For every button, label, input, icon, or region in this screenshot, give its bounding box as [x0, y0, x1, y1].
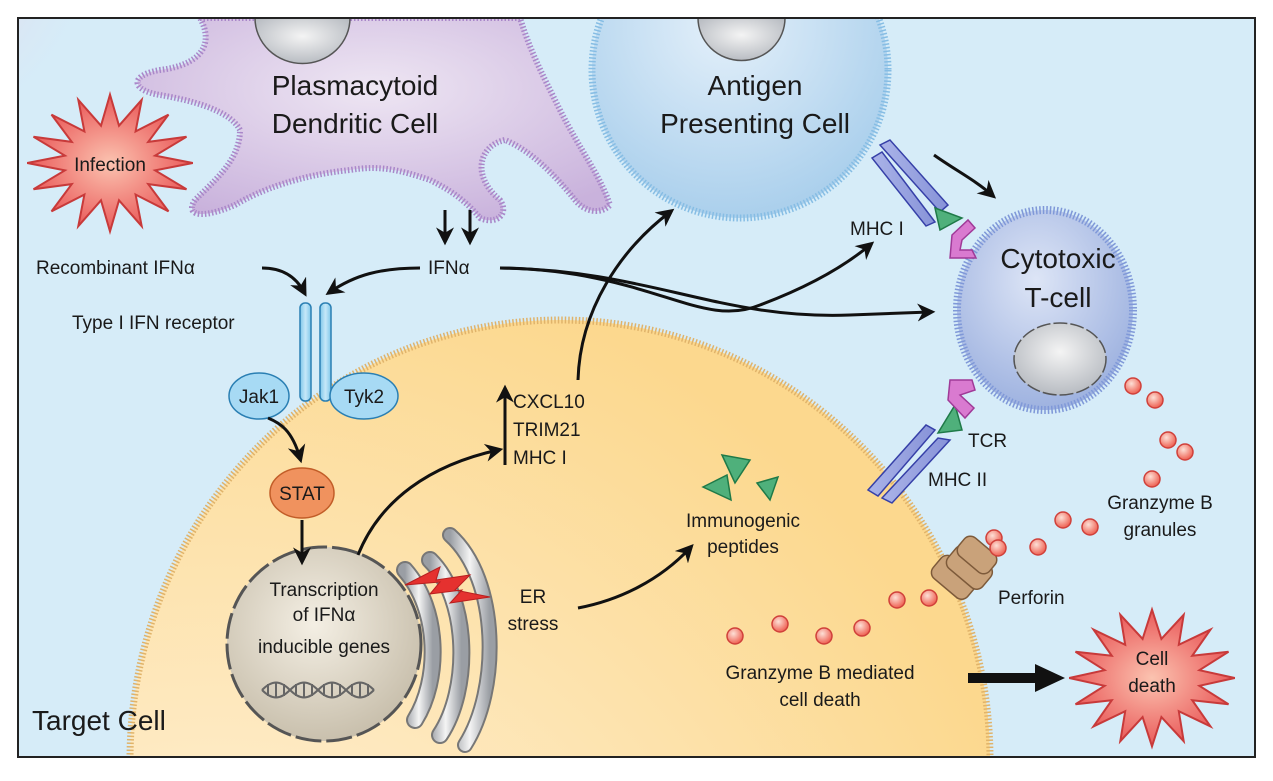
- infection-burst[interactable]: [27, 91, 193, 235]
- apc-label-line2: Presenting Cell: [660, 108, 850, 139]
- gene-cxcl10: CXCL10: [513, 392, 585, 413]
- granzyme-granule: [989, 539, 1007, 557]
- dna-icon: [261, 681, 375, 699]
- pdc-label-line1: Plasmacytoid: [272, 70, 439, 101]
- arrow-apc-to-ctl: [933, 153, 997, 199]
- t-cell-nucleus: [1013, 322, 1107, 396]
- gene-trim21: TRIM21: [513, 420, 581, 441]
- endoplasmic-reticulum[interactable]: [396, 527, 498, 753]
- cytotoxic-t-cell[interactable]: [953, 206, 1137, 414]
- infection-label: Infection: [74, 155, 146, 176]
- perforin-pore[interactable]: [928, 533, 1000, 603]
- granzyme-granule: [1143, 470, 1161, 488]
- jak1-label: Jak1: [239, 387, 279, 408]
- granzyme-granule: [1176, 443, 1194, 461]
- immunogenic-peptides[interactable]: [701, 454, 780, 502]
- granzyme-granule: [920, 589, 938, 607]
- stat-label: STAT: [279, 484, 325, 505]
- antigen-presenting-cell[interactable]: [588, 0, 892, 222]
- er-stress-label-line2: stress: [508, 614, 559, 635]
- granzyme-granule: [726, 627, 744, 645]
- arrows: [261, 153, 997, 610]
- ctl-label-line1: Cytotoxic: [1000, 243, 1115, 274]
- mhc-i-molecule[interactable]: [870, 139, 964, 232]
- arrow-to-apc: [576, 208, 675, 381]
- peptide-icon: [936, 403, 963, 434]
- ctl-label-line2: T-cell: [1025, 282, 1092, 313]
- arrow-ifn-to-ctl: [499, 266, 936, 322]
- granzyme-granule: [1054, 511, 1072, 529]
- arrow-er-to-peptides: [577, 544, 694, 610]
- arrow-ifn-to-mhc: [499, 241, 875, 313]
- arrow-recombinant: [261, 266, 307, 297]
- arrow-jak-to-stat: [267, 416, 306, 464]
- granzyme-death-label-line1: Granzyme B mediated: [725, 663, 914, 684]
- tyk2-label: Tyk2: [344, 387, 384, 408]
- granules-label-line2: granules: [1124, 520, 1197, 541]
- nucleus-label-line3: inducible genes: [258, 637, 390, 658]
- receptor-label: Type I IFN receptor: [72, 313, 235, 334]
- plasmacytoid-dendritic-cell[interactable]: [134, 18, 614, 224]
- cell-death-label-line1: Cell: [1136, 649, 1169, 670]
- granzyme-granule: [1146, 391, 1164, 409]
- granzyme-granule: [1124, 377, 1142, 395]
- granzyme-granule: [1029, 538, 1047, 556]
- granzyme-granule: [1081, 518, 1099, 536]
- target-cell-label: Target Cell: [32, 705, 166, 736]
- mhc-i-label: MHC I: [850, 219, 904, 240]
- pdc-label-line2: Dendritic Cell: [272, 108, 439, 139]
- tcr-lower[interactable]: [947, 379, 976, 420]
- stat-protein[interactable]: [269, 467, 335, 519]
- ifn-label: IFNα: [428, 258, 470, 279]
- arrow-head-cell-death: [1035, 664, 1065, 692]
- nucleus-label-line2: of IFNα: [293, 605, 356, 626]
- arrow-nucleus-to-genes: [356, 443, 504, 556]
- recombinant-ifn-label: Recombinant IFNα: [36, 258, 195, 279]
- tcr-label: TCR: [968, 431, 1007, 452]
- tyk2-protein[interactable]: [329, 372, 399, 420]
- mhc-ii-label: MHC II: [928, 470, 987, 491]
- granzyme-granule: [1159, 431, 1177, 449]
- peptides-label-line1: Immunogenic: [686, 511, 800, 532]
- cell-death-label-line2: death: [1128, 676, 1176, 697]
- mhc-ii-molecule[interactable]: [866, 403, 963, 504]
- granzyme-death-label-line2: cell death: [779, 690, 860, 711]
- perforin-label: Perforin: [998, 588, 1065, 609]
- peptide-icon: [933, 206, 964, 232]
- arrow-ifn-to-receptor: [325, 266, 421, 296]
- target-nucleus[interactable]: [225, 545, 423, 743]
- type-i-ifn-receptor[interactable]: [228, 302, 399, 420]
- granzyme-granule: [888, 591, 906, 609]
- granzyme-granule: [853, 619, 871, 637]
- apc-label-line1: Antigen: [708, 70, 803, 101]
- granzyme-granule: [771, 615, 789, 633]
- lightning-icon: [404, 566, 491, 604]
- nucleus-label-line1: Transcription: [269, 580, 378, 601]
- peptides-label-line2: peptides: [707, 537, 779, 558]
- jak1-protein[interactable]: [228, 372, 290, 420]
- figure-frame: [17, 17, 1256, 758]
- er-stress-label-line1: ER: [520, 587, 546, 608]
- granules-label-line1: Granzyme B: [1107, 493, 1213, 514]
- granzyme-b-granules[interactable]: [726, 377, 1194, 645]
- granzyme-granule: [815, 627, 833, 645]
- gene-mhc-i: MHC I: [513, 448, 567, 469]
- tcr-upper[interactable]: [949, 218, 978, 259]
- cell-death-burst[interactable]: [1068, 606, 1236, 750]
